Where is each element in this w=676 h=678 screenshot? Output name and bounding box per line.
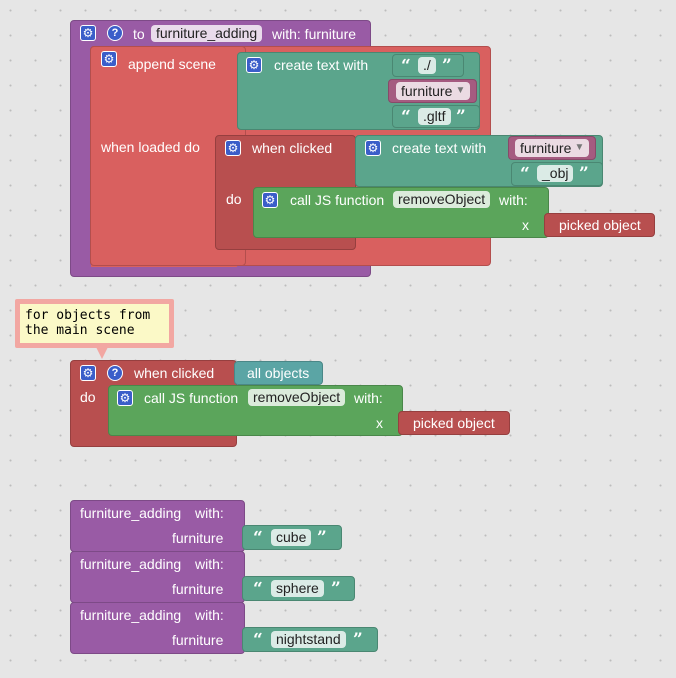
comment-bubble[interactable]: for objects from the main scene — [15, 299, 174, 348]
close-quote-icon: ” — [442, 56, 452, 76]
dropdown-arrow-icon: ▼ — [455, 85, 466, 96]
procedure-name-field[interactable]: furniture_adding — [151, 25, 263, 42]
gear-icon[interactable]: ⚙ — [262, 192, 278, 208]
gear-icon[interactable]: ⚙ — [101, 51, 117, 67]
when-clicked-label: when clicked — [134, 365, 215, 381]
all-objects-block[interactable] — [234, 361, 323, 385]
call-name-label: furniture_adding — [80, 607, 182, 623]
open-quote-icon: “ — [253, 528, 263, 548]
gear-icon[interactable]: ⚙ — [80, 25, 96, 41]
procedure-with-label: with: furniture — [272, 26, 357, 42]
do-label: do — [80, 389, 96, 405]
open-quote-icon: “ — [520, 164, 530, 184]
append-scene-label: append scene — [128, 56, 216, 72]
comment-pointer — [96, 347, 108, 359]
create-text-label: create text with — [392, 140, 487, 156]
call-name-label: furniture_adding — [80, 556, 182, 572]
do-label: do — [226, 191, 242, 207]
call-js-label: call JS function — [290, 192, 385, 208]
picked-object-label: picked object — [413, 415, 495, 431]
variable-dropdown[interactable]: furniture▼ — [396, 82, 471, 100]
text-field[interactable]: nightstand — [271, 631, 346, 648]
text-field[interactable]: .gltf — [418, 108, 451, 125]
arg-label: furniture — [172, 632, 224, 648]
call-with-label: with: — [195, 607, 224, 623]
gear-icon[interactable]: ⚙ — [80, 365, 96, 381]
gear-icon[interactable]: ⚙ — [117, 390, 133, 406]
procedure-call-block[interactable] — [70, 602, 245, 654]
gear-icon[interactable]: ⚙ — [246, 57, 262, 73]
function-name-field[interactable]: removeObject — [393, 191, 491, 208]
dropdown-arrow-icon: ▼ — [574, 142, 585, 153]
close-quote-icon: ” — [317, 528, 327, 548]
procedure-call-block[interactable] — [70, 551, 245, 603]
create-text-label: create text with — [274, 57, 369, 73]
call-js-label: call JS function — [144, 390, 239, 406]
text-field[interactable]: ./ — [418, 57, 436, 74]
call-name-label: furniture_adding — [80, 505, 182, 521]
gear-icon[interactable]: ⚙ — [225, 140, 241, 156]
all-objects-label: all objects — [247, 365, 310, 381]
variable-dropdown[interactable]: furniture▼ — [515, 139, 590, 157]
call-with-label: with: — [195, 556, 224, 572]
x-label: x — [376, 415, 383, 431]
close-quote-icon: ” — [579, 164, 589, 184]
open-quote-icon: “ — [401, 56, 411, 76]
open-quote-icon: “ — [253, 579, 263, 599]
help-icon[interactable]: ? — [107, 365, 123, 381]
picked-object-block[interactable] — [398, 411, 510, 435]
function-name-field[interactable]: removeObject — [248, 389, 346, 406]
picked-object-label: picked object — [559, 217, 641, 233]
call-with-label: with: — [195, 505, 224, 521]
gear-icon[interactable]: ⚙ — [365, 140, 381, 156]
arg-label: furniture — [172, 530, 224, 546]
open-quote-icon: “ — [253, 630, 263, 650]
arg-label: furniture — [172, 581, 224, 597]
x-label: x — [522, 217, 529, 233]
when-loaded-do-label: when loaded do — [101, 139, 200, 155]
text-field[interactable]: _obj — [537, 165, 574, 182]
picked-object-block[interactable] — [544, 213, 655, 237]
close-quote-icon: ” — [456, 107, 466, 127]
text-field[interactable]: sphere — [271, 580, 324, 597]
close-quote-icon: ” — [331, 579, 341, 599]
procedure-to-label: to — [133, 26, 145, 42]
open-quote-icon: “ — [401, 107, 411, 127]
with-label: with: — [499, 192, 528, 208]
text-field[interactable]: cube — [271, 529, 312, 546]
when-clicked-label: when clicked — [252, 140, 333, 156]
close-quote-icon: ” — [353, 630, 363, 650]
with-label: with: — [354, 390, 383, 406]
help-icon[interactable]: ? — [107, 25, 123, 41]
